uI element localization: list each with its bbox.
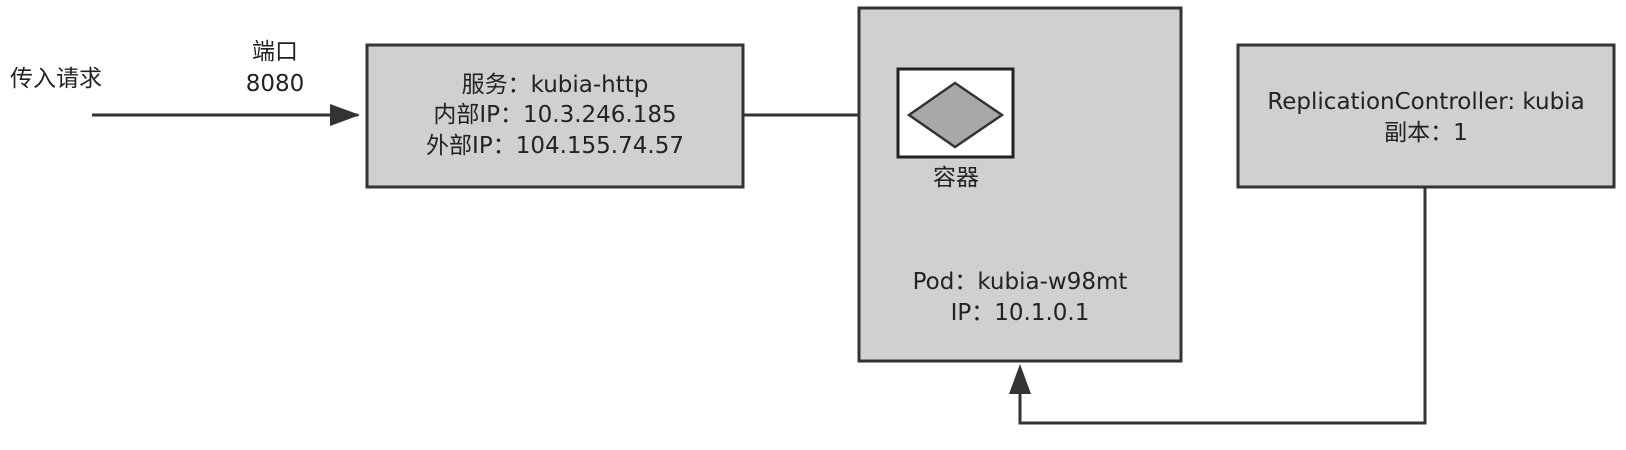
pod-ip: IP：10.1.0.1 bbox=[950, 300, 1090, 326]
pod-box bbox=[857, 6, 1183, 363]
service-external-ip: 外部IP：104.155.74.57 bbox=[426, 133, 684, 159]
replication-controller-replicas: 副本：1 bbox=[1384, 120, 1468, 146]
pod-name: Pod：kubia-w98mt bbox=[912, 269, 1128, 295]
replication-controller-box bbox=[1236, 43, 1616, 189]
service-internal-ip: 内部IP：10.3.246.185 bbox=[433, 102, 677, 128]
service-name: 服务：kubia-http bbox=[461, 72, 649, 98]
port-value: 8080 bbox=[245, 71, 305, 97]
rc-to-pod-connector bbox=[1018, 187, 1427, 425]
replication-controller-name: ReplicationController: kubia bbox=[1267, 89, 1585, 115]
container-diamond-icon bbox=[906, 81, 1005, 149]
container-label: 容器 bbox=[933, 165, 979, 191]
incoming-request-arrowhead bbox=[330, 104, 360, 126]
rc-to-pod-arrowhead bbox=[1009, 364, 1031, 394]
port-label: 端口 bbox=[252, 39, 298, 65]
incoming-request-label: 传入请求 bbox=[10, 66, 102, 92]
